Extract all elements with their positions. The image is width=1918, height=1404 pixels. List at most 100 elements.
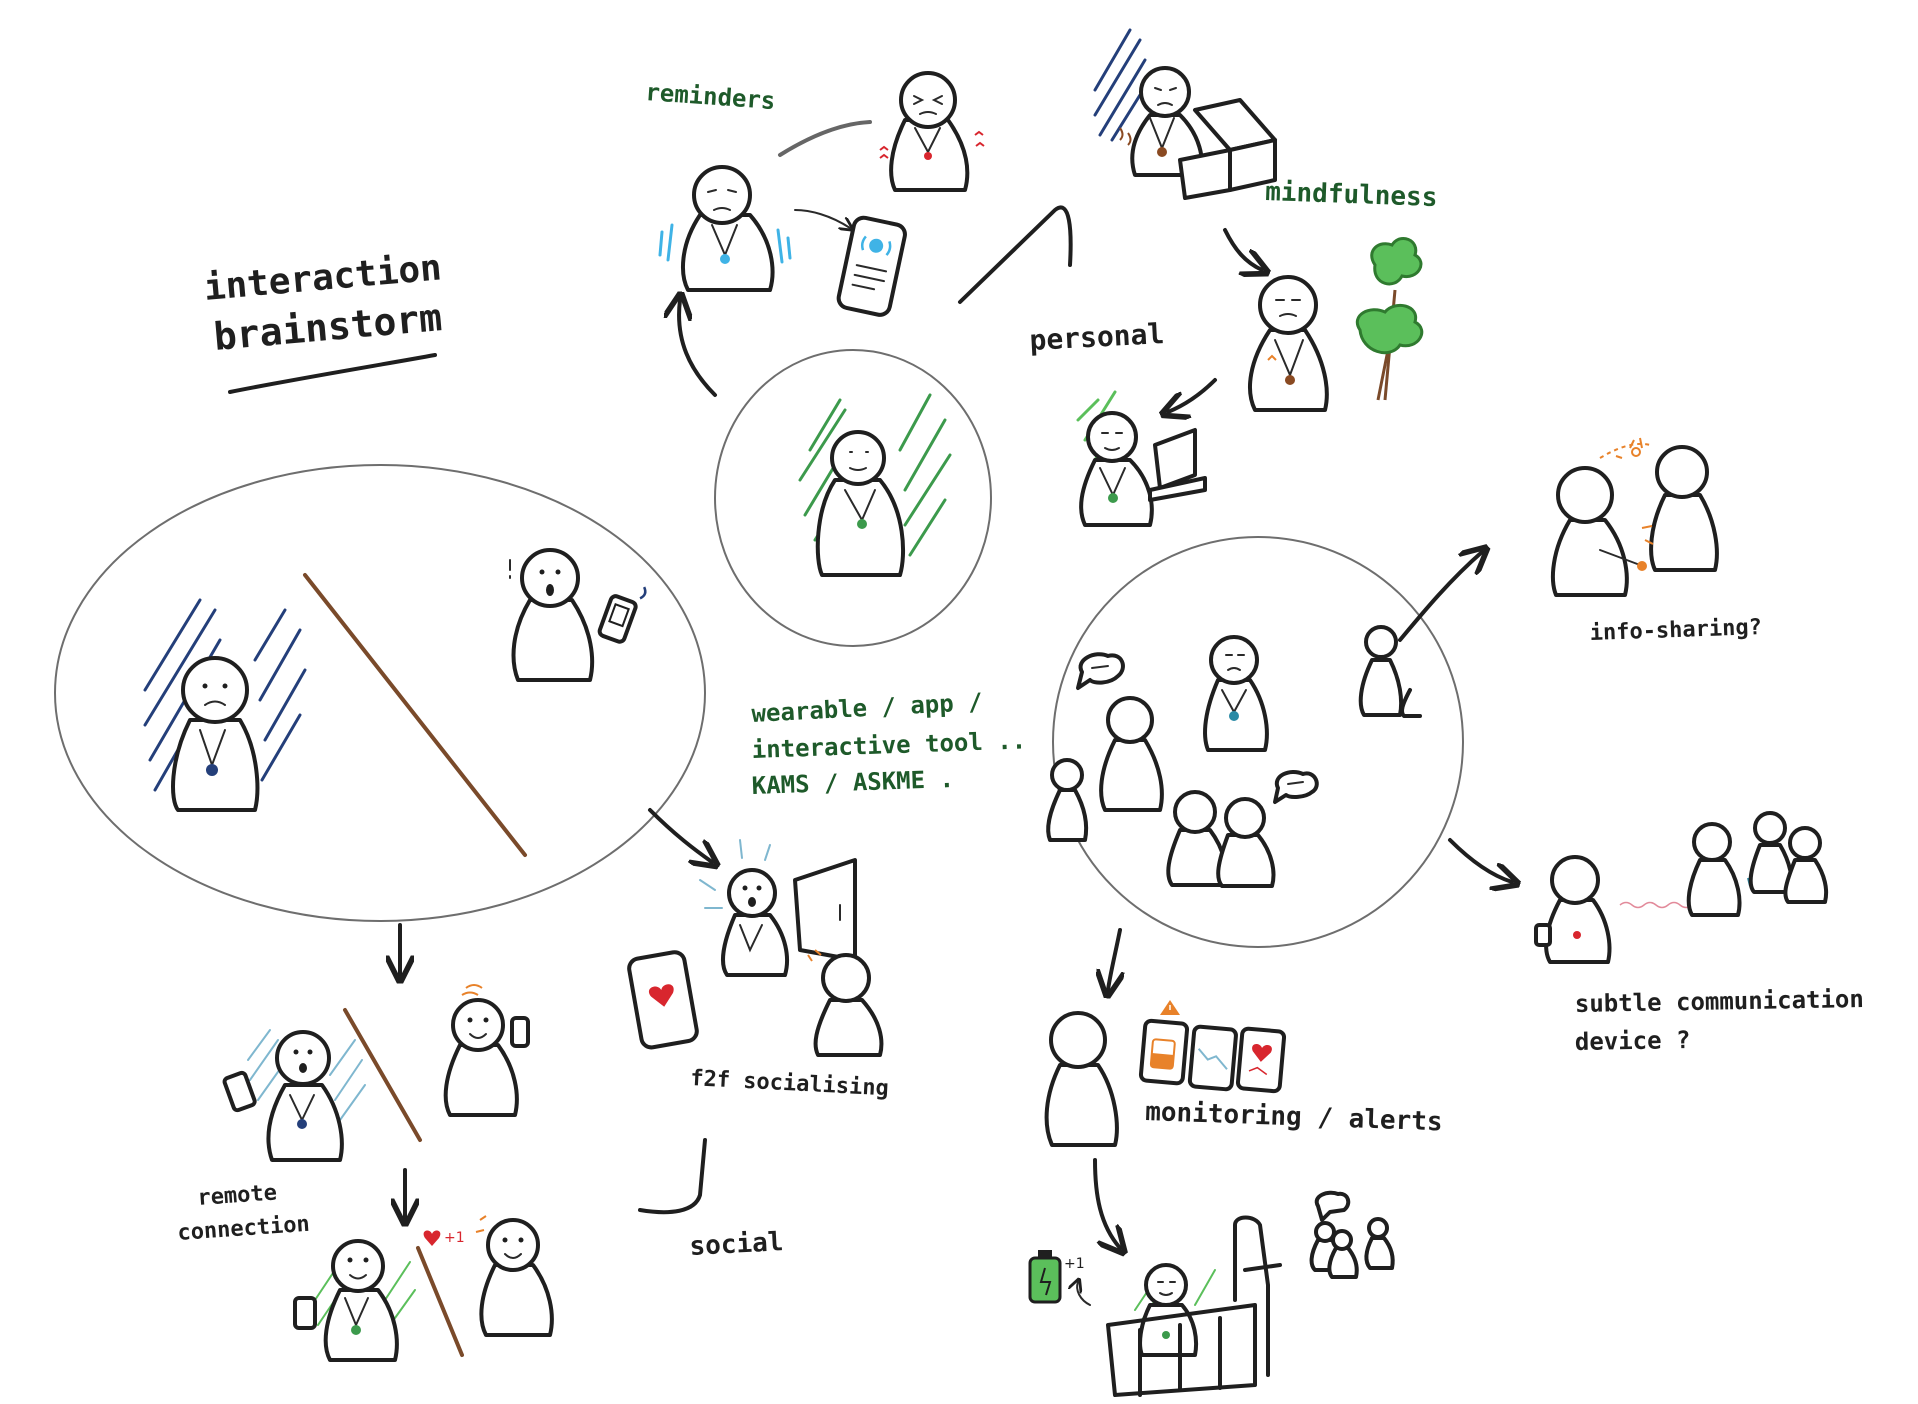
remote-circle-outline [54,464,706,922]
battery-card-icon [1138,1018,1190,1086]
subtle-label-1: subtle communication [1575,985,1864,1018]
group-person-6 [1358,625,1422,718]
excite-lines [699,839,771,909]
f2f-scene: f2f socialising social [627,839,890,1262]
heart-icon [649,984,674,1007]
signal-wave [1619,901,1693,909]
mindfulness-label: mindfulness [1265,177,1438,213]
reminded-person [681,165,775,292]
speech-bubble-icon [1273,769,1319,804]
arrow-to-reminders [679,300,717,397]
heart-card-icon [1235,1026,1287,1094]
phone-icon [597,586,647,644]
chart-card-icon [1187,1024,1238,1092]
group-person-3 [1203,635,1269,752]
excited-person [721,868,789,977]
sharer-right [1641,445,1719,572]
social-label: social [689,1227,784,1262]
central-circle [714,349,992,647]
remote-label-2: connection [177,1212,311,1246]
center-caption-line-1: wearable / app / [751,688,983,728]
plus-one-badge: +1 [444,1230,465,1246]
stress-lines [1093,28,1147,142]
arrow-to-nature [1223,228,1262,270]
subtle-person-right [1686,822,1757,917]
battery-arrow [1077,1282,1091,1306]
center-caption-line-3: KAMS / ASKME . [751,765,954,800]
remote-connection-scene: remote connection +1 [177,984,554,1362]
vibration-lines [658,223,792,264]
subtle-person-back-2 [1783,826,1829,904]
f2f-label: f2f socialising [690,1066,890,1101]
arrow-to-checkin [1093,1158,1120,1248]
group-circle [1046,536,1464,948]
battery-plus-one: +1 [1064,1256,1085,1272]
subtle-person-back-1 [1748,811,1794,894]
mindfulness-scene: mindfulness [1076,28,1438,527]
phone-icon [627,950,699,1050]
calm-worker [1079,411,1154,527]
central-node [714,349,992,647]
center-caption: wearable / app / interactive tool .. KAM… [751,688,1027,800]
desk-person [1138,1263,1199,1357]
personal-branch: personal [679,205,1165,397]
tree-icon [1356,237,1424,401]
battery-icon [1028,1250,1062,1304]
speech-bubble-icon [1314,1190,1351,1222]
sharer-left [1550,466,1647,597]
reminders-scene: reminders [645,71,985,317]
group-person-5 [1216,797,1276,888]
arrow-to-phone [794,209,850,228]
sparkle-icon [1615,437,1643,459]
group-circle-outline [1052,536,1464,948]
desk-icon [1106,1215,1282,1397]
remote-person-right [443,984,530,1117]
group-person-2 [1046,758,1089,842]
arrow-to-subtle-device [1448,838,1512,882]
monitored-person [1044,1011,1119,1147]
door-icon [793,858,857,962]
phone-icon [222,1070,257,1113]
subtle-device-scene: subtle communication device ? [1534,811,1864,1056]
title-underline [228,353,437,394]
heart-icon [423,1230,441,1246]
arrow-to-f2f [648,808,712,862]
arrow-to-monitoring [1108,928,1120,990]
distance-divider [303,573,527,857]
lonely-person [171,656,260,812]
speech-bubble-icon [1076,652,1125,690]
connected-person-left [323,1239,399,1362]
remote-circle [54,464,706,922]
calm-person [815,430,906,577]
pendant-icon [857,519,867,529]
surprised-person [509,548,595,682]
remote-label-1: remote [197,1181,278,1211]
info-sharing-label: info-sharing? [1589,615,1762,646]
page-title: interaction brainstorm [202,247,444,394]
subtle-person-left [1534,855,1612,964]
monitoring-label: monitoring / alerts [1145,1097,1443,1137]
social-bracket [638,1138,707,1215]
remote-person-left [266,1030,344,1162]
subtle-label-2: device ? [1575,1026,1691,1056]
share-arc [1599,442,1651,459]
center-caption-line-2: interactive tool .. [751,726,1026,764]
warning-icon [1160,1000,1180,1015]
friend-person [807,949,884,1057]
connected-divider [416,1246,464,1357]
arrow-to-work [1168,378,1217,412]
monitoring-scene: monitoring / alerts +1 [1028,1000,1443,1397]
relaxed-person [1248,275,1329,412]
desktop-icon [1148,428,1207,502]
reminders-label: reminders [645,78,777,115]
info-sharing-scene: info-sharing? [1550,437,1762,646]
connected-person-right [475,1215,554,1337]
remote-divider [343,1008,422,1142]
background-people [1309,1217,1395,1279]
reminder-connector [778,120,872,157]
stressed-person-small [879,71,985,192]
phone-icon [293,1296,317,1330]
laptop-icon [1178,98,1277,200]
personal-label: personal [1029,317,1165,357]
